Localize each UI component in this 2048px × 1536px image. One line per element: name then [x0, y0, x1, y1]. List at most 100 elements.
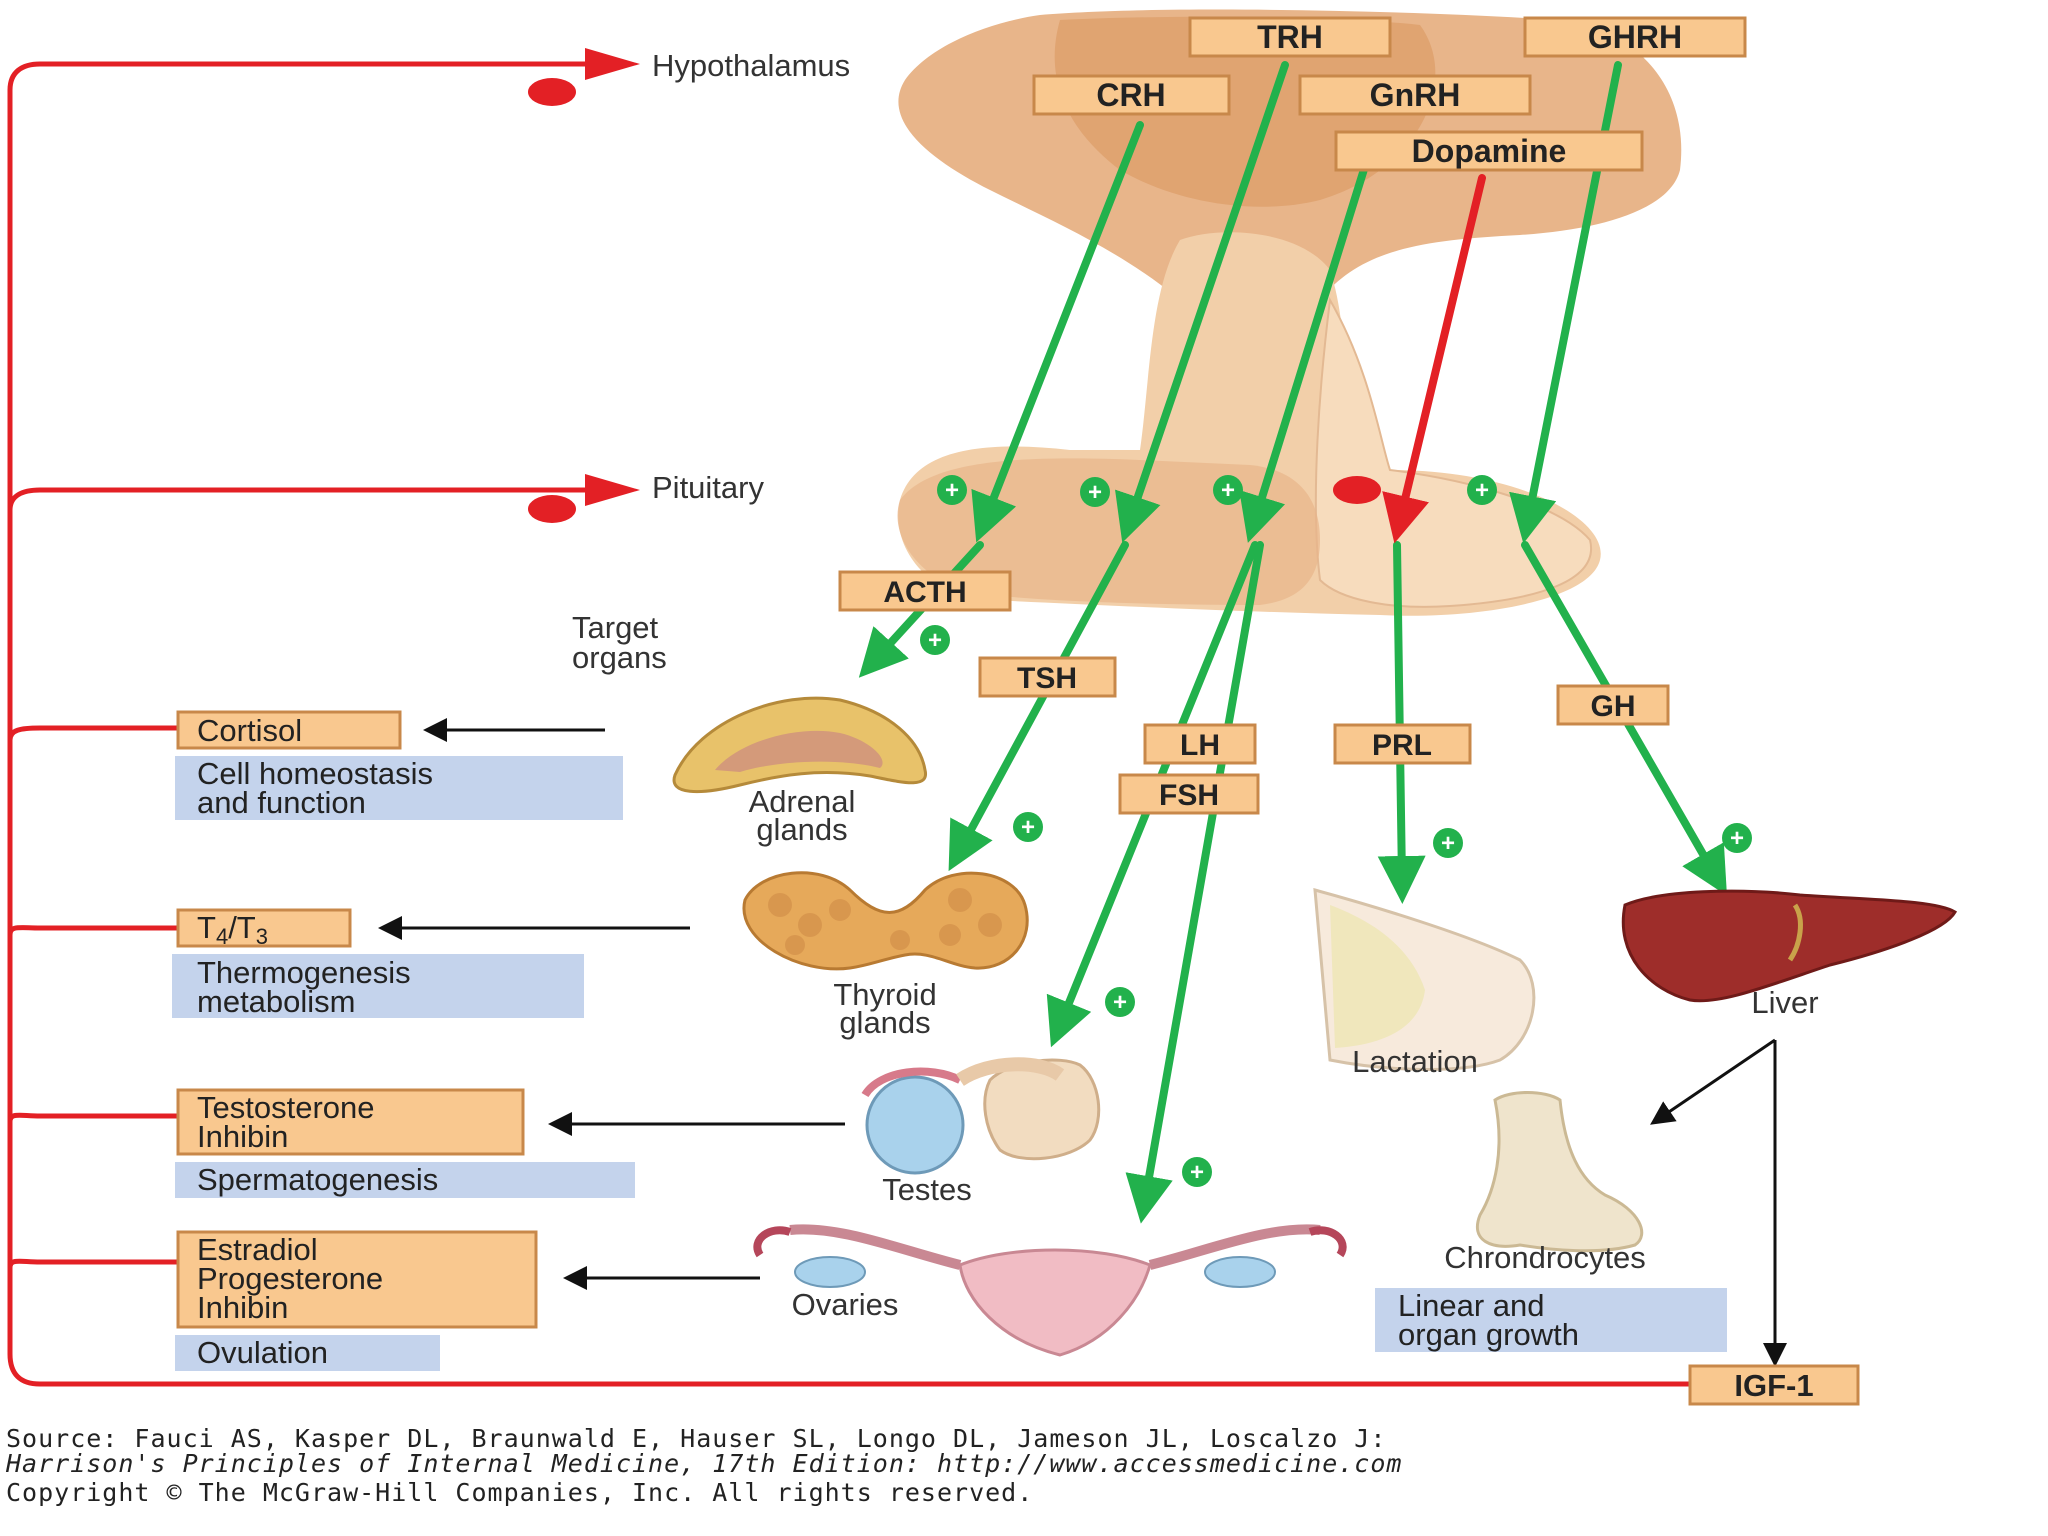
- pituitary-feedback-arrowhead: [585, 474, 640, 506]
- copyright-notice: Copyright © The McGraw-Hill Companies, I…: [6, 1478, 1034, 1507]
- igf1-box: IGF-1: [1688, 1364, 1860, 1406]
- prl-box: PRL: [1333, 723, 1472, 765]
- t4-subscript: 4: [216, 924, 228, 949]
- testes-illustration: [861, 1057, 1101, 1175]
- breast-illustration: [1313, 887, 1536, 1071]
- stimulation-plus-icon: +: [1105, 987, 1135, 1017]
- thyroid-label-line1: Thyroid: [833, 977, 936, 1012]
- adrenal-gland-illustration: [672, 696, 927, 794]
- plus-sign: +: [1190, 1159, 1204, 1186]
- stimulation-plus-icon: +: [937, 475, 967, 505]
- trh-to-pituitary-arrow: [1115, 61, 1289, 543]
- gnrh-box: GnRH: [1298, 74, 1532, 116]
- plus-sign: +: [1088, 479, 1102, 506]
- estradiol-label: Estradiol: [197, 1232, 318, 1267]
- crh-to-pituitary-arrow: [971, 121, 1144, 543]
- stimulation-plus-icon: +: [1080, 477, 1110, 507]
- product-arrows: [378, 718, 1787, 1367]
- target-organs-label-line1: Target: [572, 610, 659, 645]
- estradiol-box: Estradiol Progesterone Inhibin: [176, 1230, 538, 1329]
- source-citation-line1: Source: Fauci AS, Kasper DL, Braunwald E…: [6, 1424, 1387, 1453]
- gh-label: GH: [1591, 690, 1636, 723]
- thyroid-label-line2: glands: [839, 1005, 930, 1040]
- plus-sign: +: [1021, 814, 1035, 841]
- ovaries-label: Ovaries: [792, 1287, 899, 1322]
- fsh-box: FSH: [1118, 773, 1260, 815]
- stimulation-plus-icon: +: [1433, 828, 1463, 858]
- t3-subscript: 3: [256, 924, 268, 949]
- liver-to-bone-arrow: [1650, 1038, 1776, 1125]
- thyroid-effect-box: Thermogenesis metabolism: [172, 954, 584, 1019]
- cortisol-effect-line1: Cell homeostasis: [197, 756, 433, 791]
- t3-letter: /T: [228, 910, 256, 945]
- cortisol-label: Cortisol: [197, 713, 302, 748]
- dopamine-inhibition-dot: [1333, 476, 1381, 504]
- thyroid-effect-line2: metabolism: [197, 984, 356, 1019]
- stimulation-plus-icon: +: [1182, 1157, 1212, 1187]
- growth-effect-line2: organ growth: [1398, 1317, 1579, 1352]
- crh-label: CRH: [1096, 77, 1165, 113]
- ghrh-label: GHRH: [1588, 19, 1682, 55]
- t4-letter: T: [197, 910, 216, 945]
- testosterone-box: Testosterone Inhibin: [176, 1088, 525, 1156]
- prl-to-breast-arrow: [1377, 541, 1426, 904]
- cortisol-effect-line2: and function: [197, 785, 366, 820]
- tsh-label: TSH: [1017, 662, 1077, 695]
- bone-chondrocytes-illustration: [1476, 1091, 1644, 1253]
- prl-label: PRL: [1372, 729, 1432, 762]
- stimulation-plus-icon: +: [1213, 475, 1243, 505]
- plus-signs: + + + + + + + + + +: [920, 475, 1752, 1187]
- spermatogenesis-box: Spermatogenesis: [175, 1162, 635, 1198]
- gnrh-to-pituitary-arrow: [1239, 146, 1374, 543]
- tsh-box: TSH: [978, 656, 1117, 698]
- liver-illustration: [1621, 889, 1958, 1003]
- source-citation-line2: Harrison's Principles of Internal Medici…: [6, 1449, 1403, 1478]
- t4t3-box: T4/T3: [176, 908, 352, 949]
- stimulation-plus-icon: +: [1013, 812, 1043, 842]
- plus-sign: +: [1113, 989, 1127, 1016]
- ovulation-label: Ovulation: [197, 1335, 328, 1370]
- stimulation-plus-icon: +: [1467, 475, 1497, 505]
- acth-label: ACTH: [883, 576, 966, 609]
- plus-sign: +: [1221, 477, 1235, 504]
- adrenal-label-line1: Adrenal: [749, 784, 856, 819]
- acth-box: ACTH: [838, 570, 1012, 612]
- progesterone-label: Progesterone: [197, 1261, 383, 1296]
- dopamine-inhibition-arrow: [1382, 174, 1486, 544]
- growth-effect-line1: Linear and: [1398, 1288, 1545, 1323]
- trh-label: TRH: [1257, 19, 1323, 55]
- ghrh-box: GHRH: [1523, 16, 1747, 58]
- testes-label: Testes: [882, 1172, 972, 1207]
- thyroid-effect-line1: Thermogenesis: [197, 955, 411, 990]
- plus-sign: +: [928, 627, 942, 654]
- testosterone-label: Testosterone: [197, 1090, 375, 1125]
- t4t3-label: T4/T3: [197, 910, 268, 949]
- lh-box: LH: [1143, 723, 1257, 765]
- liver-label: Liver: [1751, 985, 1818, 1020]
- plus-sign: +: [945, 477, 959, 504]
- pituitary-label: Pituitary: [652, 470, 764, 505]
- hypothalamus-feedback-arrowhead: [585, 48, 640, 80]
- cortisol-box: Cortisol: [176, 710, 402, 750]
- igf1-label: IGF-1: [1734, 1368, 1813, 1403]
- target-organs-label-line2: organs: [572, 640, 667, 675]
- ovulation-box: Ovulation: [175, 1335, 440, 1371]
- hypothalamus-inhibition-dot: [528, 78, 576, 106]
- lactation-label: Lactation: [1352, 1044, 1478, 1079]
- inhibin-label-testes: Inhibin: [197, 1119, 288, 1154]
- negative-feedback-loop: [7, 61, 1690, 1387]
- pituitary-inhibition-dot: [528, 495, 576, 523]
- fsh-label: FSH: [1159, 779, 1219, 812]
- plus-sign: +: [1730, 825, 1744, 852]
- inhibin-label-ovary: Inhibin: [197, 1290, 288, 1325]
- trh-box: TRH: [1188, 16, 1392, 58]
- cortisol-effect-box: Cell homeostasis and function: [175, 756, 623, 820]
- growth-effect-box: Linear and organ growth: [1375, 1288, 1727, 1352]
- thyroid-gland-illustration: [742, 871, 1029, 971]
- plus-sign: +: [1475, 477, 1489, 504]
- gnrh-label: GnRH: [1370, 77, 1461, 113]
- dopamine-box: Dopamine: [1334, 130, 1644, 172]
- stimulation-plus-icon: +: [920, 625, 950, 655]
- stimulation-plus-icon: +: [1722, 823, 1752, 853]
